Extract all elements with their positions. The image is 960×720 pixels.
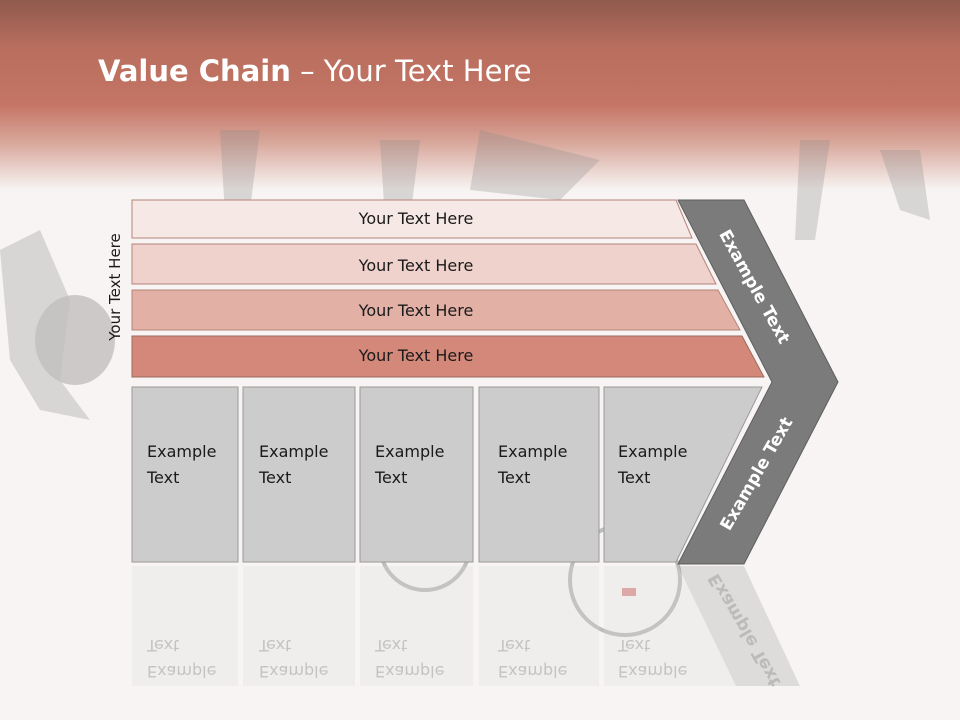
- box-5-refl-line2: Text: [618, 636, 651, 655]
- box-5: [603, 386, 763, 563]
- title-rest: – Your Text Here: [290, 54, 532, 88]
- box-3-refl-line2: Text: [375, 636, 408, 655]
- box-1-refl-line2: Text: [147, 636, 180, 655]
- box-3-reflection: Example Text: [375, 632, 444, 684]
- bar-3-text: Your Text Here: [358, 301, 474, 320]
- header-band: [0, 0, 960, 190]
- box-2-line1: Example: [259, 442, 329, 461]
- box-2-line2: Text: [259, 468, 292, 487]
- box-5-line2: Text: [618, 468, 651, 487]
- box-4-refl-line2: Text: [498, 636, 531, 655]
- box-3: [359, 386, 474, 563]
- box-3-line2: Text: [375, 468, 408, 487]
- bar-4-text: Your Text Here: [358, 346, 474, 365]
- box-2-refl-line2: Text: [259, 636, 292, 655]
- box-4-refl-line1: Example: [498, 662, 568, 681]
- box-2-refl-line1: Example: [259, 662, 329, 681]
- box-1-line2: Text: [147, 468, 180, 487]
- bar-4: [131, 335, 765, 378]
- bar-1-text: Your Text Here: [358, 209, 474, 228]
- box-4: [478, 386, 600, 563]
- box-1-line1: Example: [147, 442, 217, 461]
- box-4-line2: Text: [498, 468, 531, 487]
- box-2-reflection: Example Text: [259, 632, 328, 684]
- box-2: [242, 386, 356, 563]
- box-1-refl-line1: Example: [147, 662, 217, 681]
- bar-2: [131, 243, 717, 285]
- box-1-reflection: Example Text: [147, 632, 216, 684]
- box-5-refl-line1: Example: [618, 662, 688, 681]
- box-4-reflection: Example Text: [498, 632, 567, 684]
- bar-3: [131, 289, 741, 331]
- box-4-line1: Example: [498, 442, 568, 461]
- bar-1: [131, 199, 693, 239]
- box-5-reflection: Example Text: [618, 632, 687, 684]
- box-3-line1: Example: [375, 442, 445, 461]
- box-5-line1: Example: [618, 442, 688, 461]
- chevron-arrow: [677, 199, 839, 565]
- slide-title: Value Chain – Your Text Here: [98, 54, 532, 88]
- box-3-refl-line1: Example: [375, 662, 445, 681]
- title-bold: Value Chain: [98, 54, 291, 88]
- box-1: [131, 386, 239, 563]
- bar-2-text: Your Text Here: [358, 256, 474, 275]
- reflection: [132, 566, 800, 686]
